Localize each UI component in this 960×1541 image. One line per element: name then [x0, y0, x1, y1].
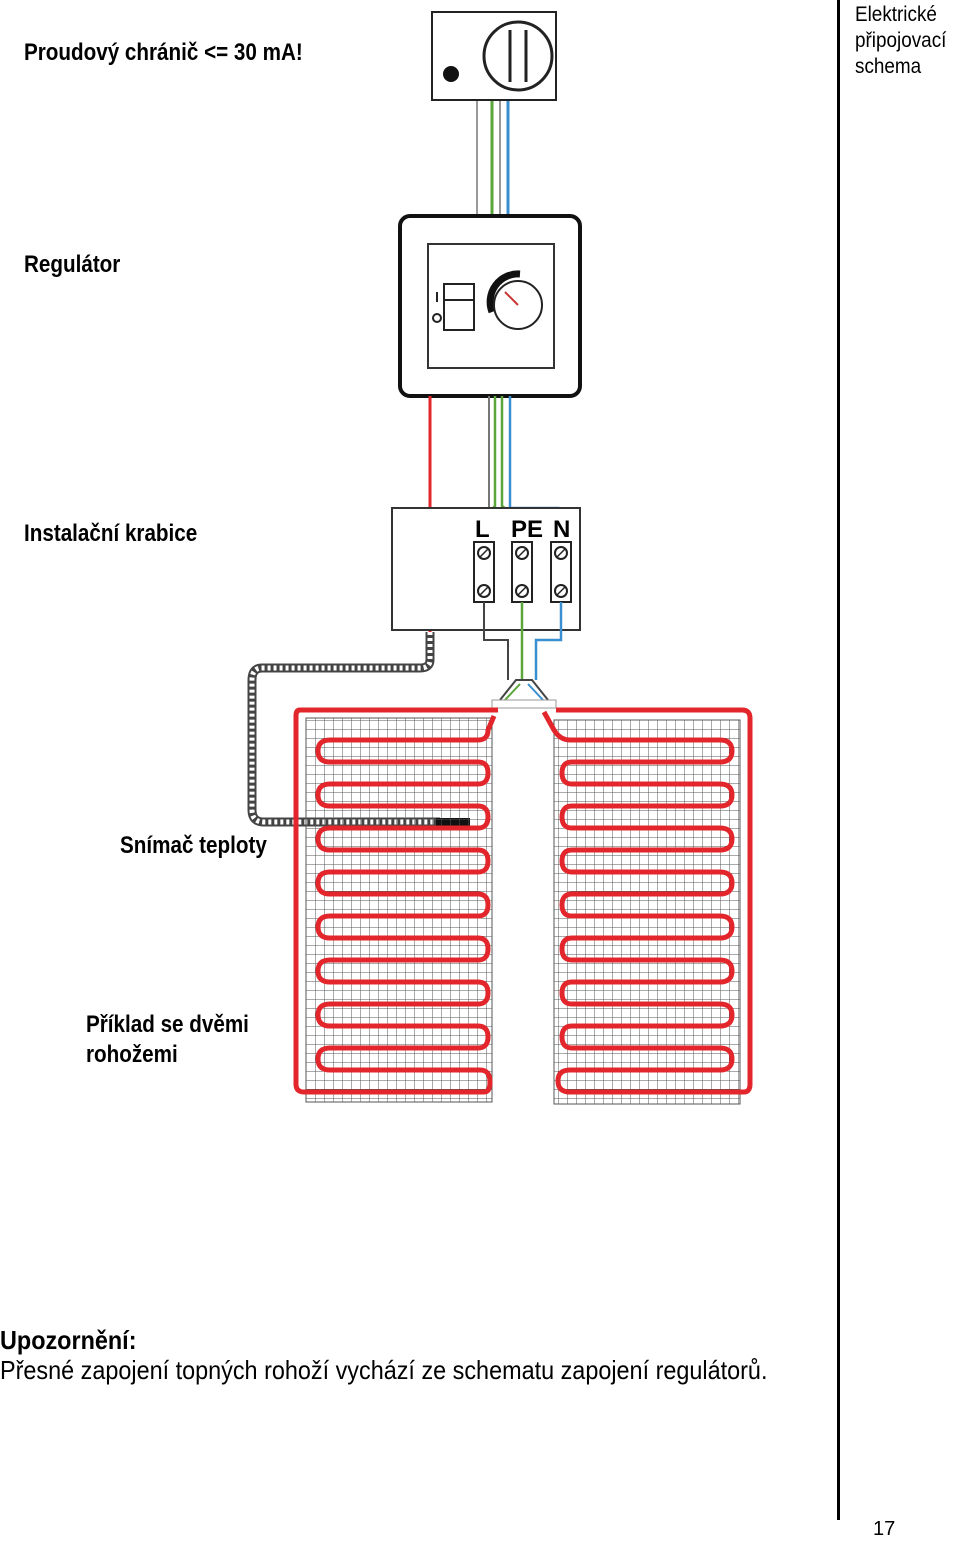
- terminal-label-l: L: [475, 516, 490, 543]
- section-title-line-1: Elektrické: [855, 3, 937, 26]
- rcd-warning-label: Proudový chránič <= 30 mA!: [24, 39, 303, 66]
- section-title: Elektrické připojovací schema: [855, 2, 946, 80]
- screw-terminal-icon: [473, 541, 495, 603]
- vertical-divider: [837, 0, 840, 1520]
- regulator-unit: [398, 214, 582, 398]
- notice-block: Upozornění: Přesné zapojení topných roho…: [0, 1325, 767, 1385]
- section-title-line-2: připojovací: [855, 29, 947, 52]
- rcd-switch-icon: [431, 11, 557, 101]
- heating-mat-icon: [293, 707, 498, 1103]
- example-label-line-2: rohožemi: [86, 1041, 178, 1068]
- notice-text: Přesné zapojení topných rohoží vychází z…: [0, 1355, 768, 1385]
- terminal-label-n: N: [553, 516, 570, 543]
- junction-box-label: Instalační krabice: [24, 520, 198, 547]
- screw-terminal-icon: [550, 541, 572, 603]
- box-to-mats-cable: [483, 602, 563, 709]
- section-title-line-3: schema: [855, 55, 922, 78]
- screw-terminal-icon: [511, 541, 533, 603]
- heating-mat-icon: [541, 707, 753, 1105]
- regulator-label: Regulátor: [24, 251, 121, 278]
- terminal-label-pe: PE: [511, 516, 543, 543]
- rcd-to-regulator-cable: [476, 100, 510, 216]
- sensor-label: Snímač teploty: [120, 832, 267, 859]
- thermostat-dial-icon: [486, 270, 543, 330]
- example-label-line-1: Příklad se dvěmi: [86, 1011, 249, 1038]
- power-switch-icon: [432, 283, 475, 331]
- page-number: 17: [873, 1518, 896, 1540]
- notice-title: Upozornění:: [0, 1325, 137, 1355]
- junction-box: L PE N: [391, 507, 581, 631]
